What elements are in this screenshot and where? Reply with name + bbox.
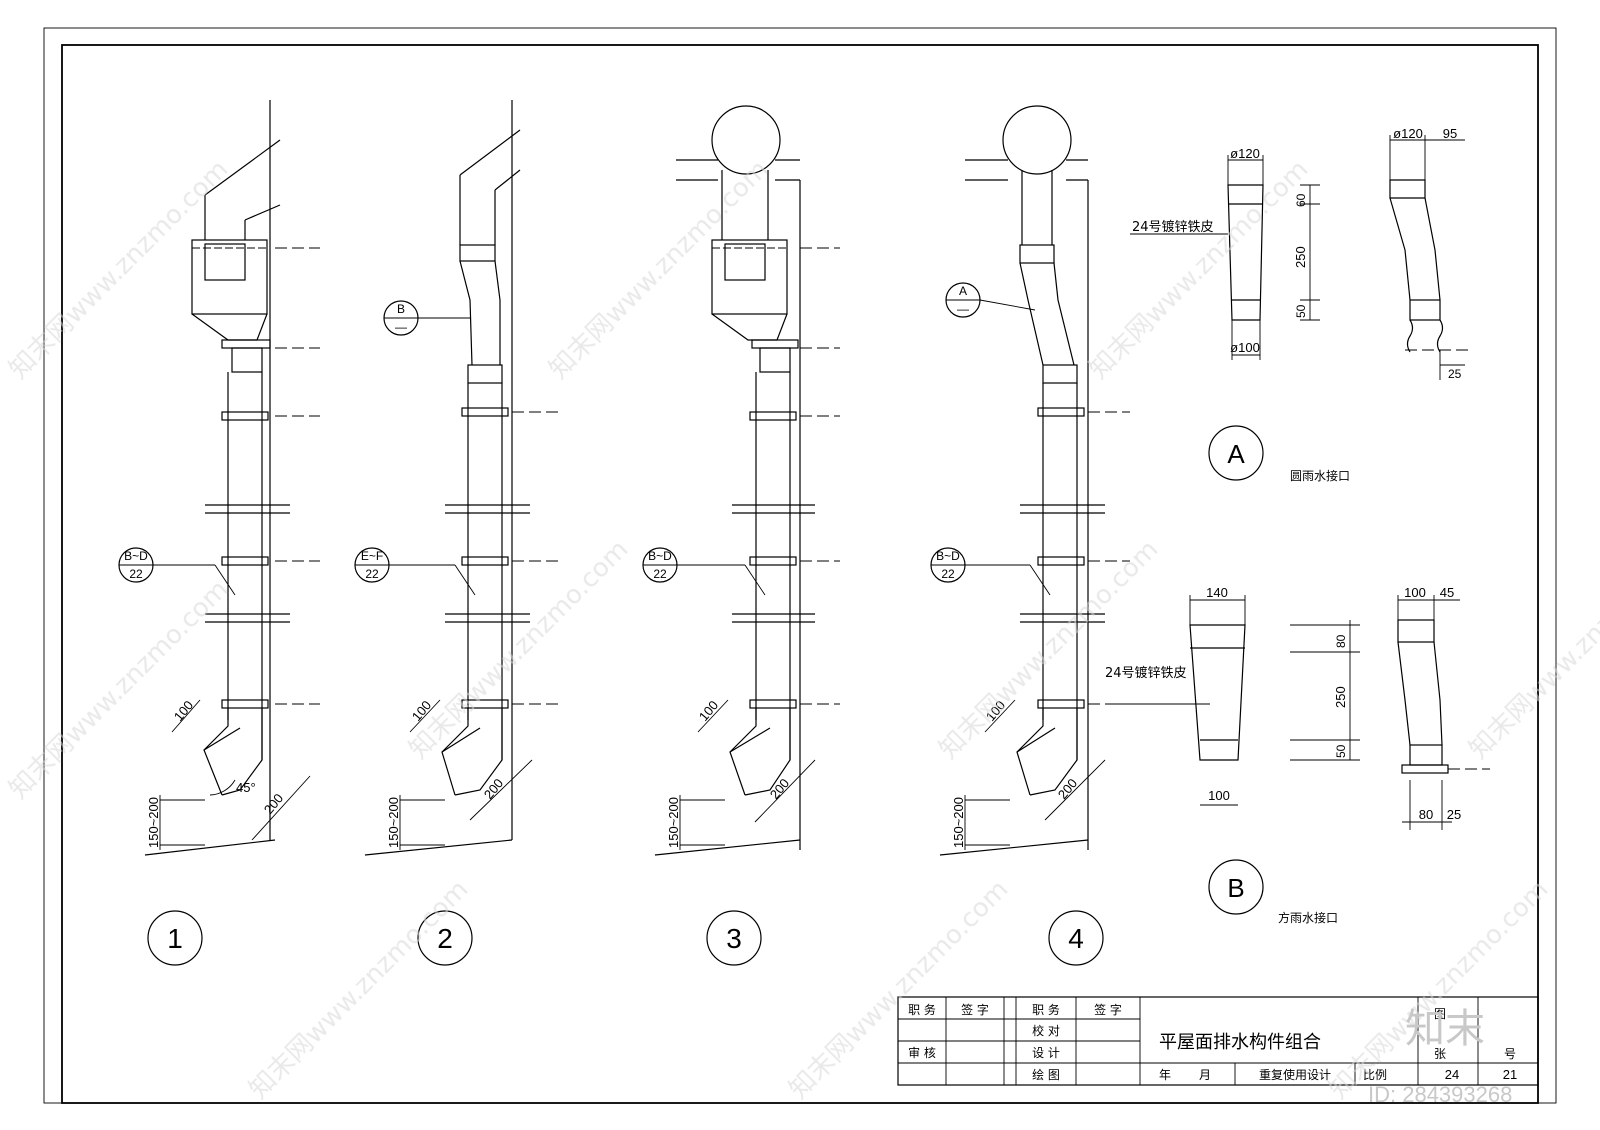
watermark-1: 知末网www.znzmo.com — [4, 154, 235, 385]
title-block — [897, 996, 1539, 1086]
detail-1-dim-200: 200 — [261, 791, 286, 817]
detail-a-dim-top: ø120 — [1230, 146, 1260, 161]
detail-b-side-bottom-a: 80 — [1419, 807, 1433, 822]
detail-b-drawing — [1110, 595, 1490, 830]
watermark-9: 知末网www.znzmo.com — [784, 874, 1015, 1105]
tb-right-b: 张 — [1434, 1047, 1446, 1061]
tb-sheet-total: 21 — [1503, 1067, 1517, 1082]
tb-col3-header: 职 务 — [1032, 1002, 1060, 1017]
detail-a-dim-250: 250 — [1293, 246, 1308, 268]
detail-4-ref-top: A — [959, 284, 967, 298]
detail-b-label: B — [1227, 873, 1244, 903]
detail-a-dim-bottom: ø100 — [1230, 340, 1260, 355]
detail-a-side-top-a: ø120 — [1393, 126, 1423, 141]
detail-1-callout-bottom: 22 — [129, 567, 143, 581]
detail-1-number-circle — [147, 910, 203, 966]
detail-a-caption: 圆雨水接口 — [1290, 468, 1350, 483]
detail-a-label-circle — [1208, 425, 1264, 481]
detail-3-dim-150: 150~200 — [666, 797, 681, 848]
detail-3-number-circle — [706, 910, 762, 966]
detail-a-dim-50: 50 — [1294, 304, 1308, 318]
tb-year: 年 — [1159, 1068, 1171, 1082]
detail-2-dim-200: 200 — [481, 776, 506, 802]
watermark-4: 知末网www.znzmo.com — [4, 574, 235, 805]
watermark-id: ID: 284393268 — [1368, 1082, 1512, 1107]
detail-b-dim-50: 50 — [1334, 744, 1348, 758]
detail-b-dim-top: 140 — [1206, 585, 1228, 600]
tb-row-check: 校 对 — [1032, 1023, 1060, 1038]
detail-3-callout-bottom: 22 — [653, 567, 667, 581]
detail-1-dim-angle: 45° — [236, 780, 256, 795]
detail-4-callout-top: B~D — [936, 549, 960, 563]
detail-2-number-circle — [417, 910, 473, 966]
tb-sheet-no: 24 — [1445, 1067, 1459, 1082]
detail-4-dim-150: 150~200 — [951, 797, 966, 848]
detail-b-side-top-a: 100 — [1404, 585, 1426, 600]
detail-3-number: 3 — [726, 923, 742, 954]
watermark-7: 知末网www.znzmo.com — [1464, 534, 1600, 765]
detail-4-number: 4 — [1068, 923, 1084, 954]
tb-row-review: 审 核 — [908, 1045, 936, 1060]
detail-1-dim-100: 100 — [171, 698, 196, 724]
detail-3-drawing — [654, 105, 840, 856]
detail-b-side-bottom-b: 25 — [1447, 807, 1461, 822]
detail-2-number: 2 — [437, 923, 453, 954]
watermark-6: 知末网www.znzmo.com — [934, 534, 1165, 765]
detail-4-number-circle — [1048, 910, 1104, 966]
detail-1-number: 1 — [167, 923, 183, 954]
detail-b-dim-80: 80 — [1334, 634, 1348, 648]
detail-b-dim-250: 250 — [1333, 686, 1348, 708]
detail-1-drawing — [144, 100, 320, 856]
detail-a-drawing — [1130, 135, 1470, 380]
detail-a-side-bottom: 25 — [1448, 367, 1462, 381]
detail-b-dim-bottom: 100 — [1208, 788, 1230, 803]
detail-a-material: 24号镀锌铁皮 — [1132, 219, 1214, 235]
watermark-8: 知末网www.znzmo.com — [244, 874, 475, 1105]
detail-a-dim-60: 60 — [1294, 193, 1308, 207]
detail-b-material: 24号镀锌铁皮 — [1105, 665, 1187, 681]
tb-right-c: 号 — [1504, 1047, 1516, 1061]
detail-4-dim-200: 200 — [1055, 776, 1080, 802]
detail-2-ref-bottom: — — [395, 320, 407, 334]
watermark-brand: 知末 — [1405, 1006, 1485, 1052]
detail-2-dim-150: 150~200 — [386, 797, 401, 848]
detail-1-dim-150: 150~200 — [146, 797, 161, 848]
detail-2-ref-top: B — [397, 302, 405, 316]
inner-border — [61, 44, 1539, 1104]
detail-2-callout-bottom: 22 — [365, 567, 379, 581]
tb-month: 月 — [1199, 1068, 1211, 1082]
watermark-2: 知末网www.znzmo.com — [544, 154, 775, 385]
detail-3-callout-top: B~D — [648, 549, 672, 563]
tb-title: 平屋面排水构件组合 — [1159, 1032, 1321, 1053]
detail-2-callout-top: E~F — [361, 549, 383, 563]
tb-reuse: 重复使用设计 — [1259, 1067, 1331, 1082]
tb-row-design: 设 计 — [1032, 1046, 1060, 1060]
tb-col1-header: 职 务 — [908, 1002, 936, 1017]
detail-b-caption: 方雨水接口 — [1278, 910, 1338, 925]
tb-row-draw: 绘 图 — [1032, 1067, 1060, 1082]
watermark-5: 知末网www.znzmo.com — [404, 534, 635, 765]
detail-1-callout-top: B~D — [124, 549, 148, 563]
tb-col4-header: 签 字 — [1094, 1002, 1122, 1017]
detail-3-dim-200: 200 — [767, 776, 792, 802]
tb-scale: 比例 — [1363, 1068, 1387, 1082]
tb-col2-header: 签 字 — [961, 1002, 989, 1017]
detail-a-side-top-b: 95 — [1443, 126, 1457, 141]
detail-b-label-circle — [1208, 859, 1264, 915]
tb-right-a: 图 — [1434, 1007, 1446, 1021]
detail-4-ref-bottom: — — [957, 302, 969, 316]
detail-b-side-top-b: 45 — [1440, 585, 1454, 600]
detail-2-drawing — [364, 100, 560, 856]
detail-a-label: A — [1227, 439, 1245, 469]
watermark-layer: 知末网www.znzmo.com 知末网www.znzmo.com 知末网www… — [4, 154, 1600, 1105]
detail-4-callout-bottom: 22 — [941, 567, 955, 581]
watermark-10: 知末网www.znzmo.com — [1324, 874, 1555, 1105]
watermark-3: 知末网www.znzmo.com — [1084, 154, 1315, 385]
detail-3-dim-100: 100 — [696, 698, 721, 724]
